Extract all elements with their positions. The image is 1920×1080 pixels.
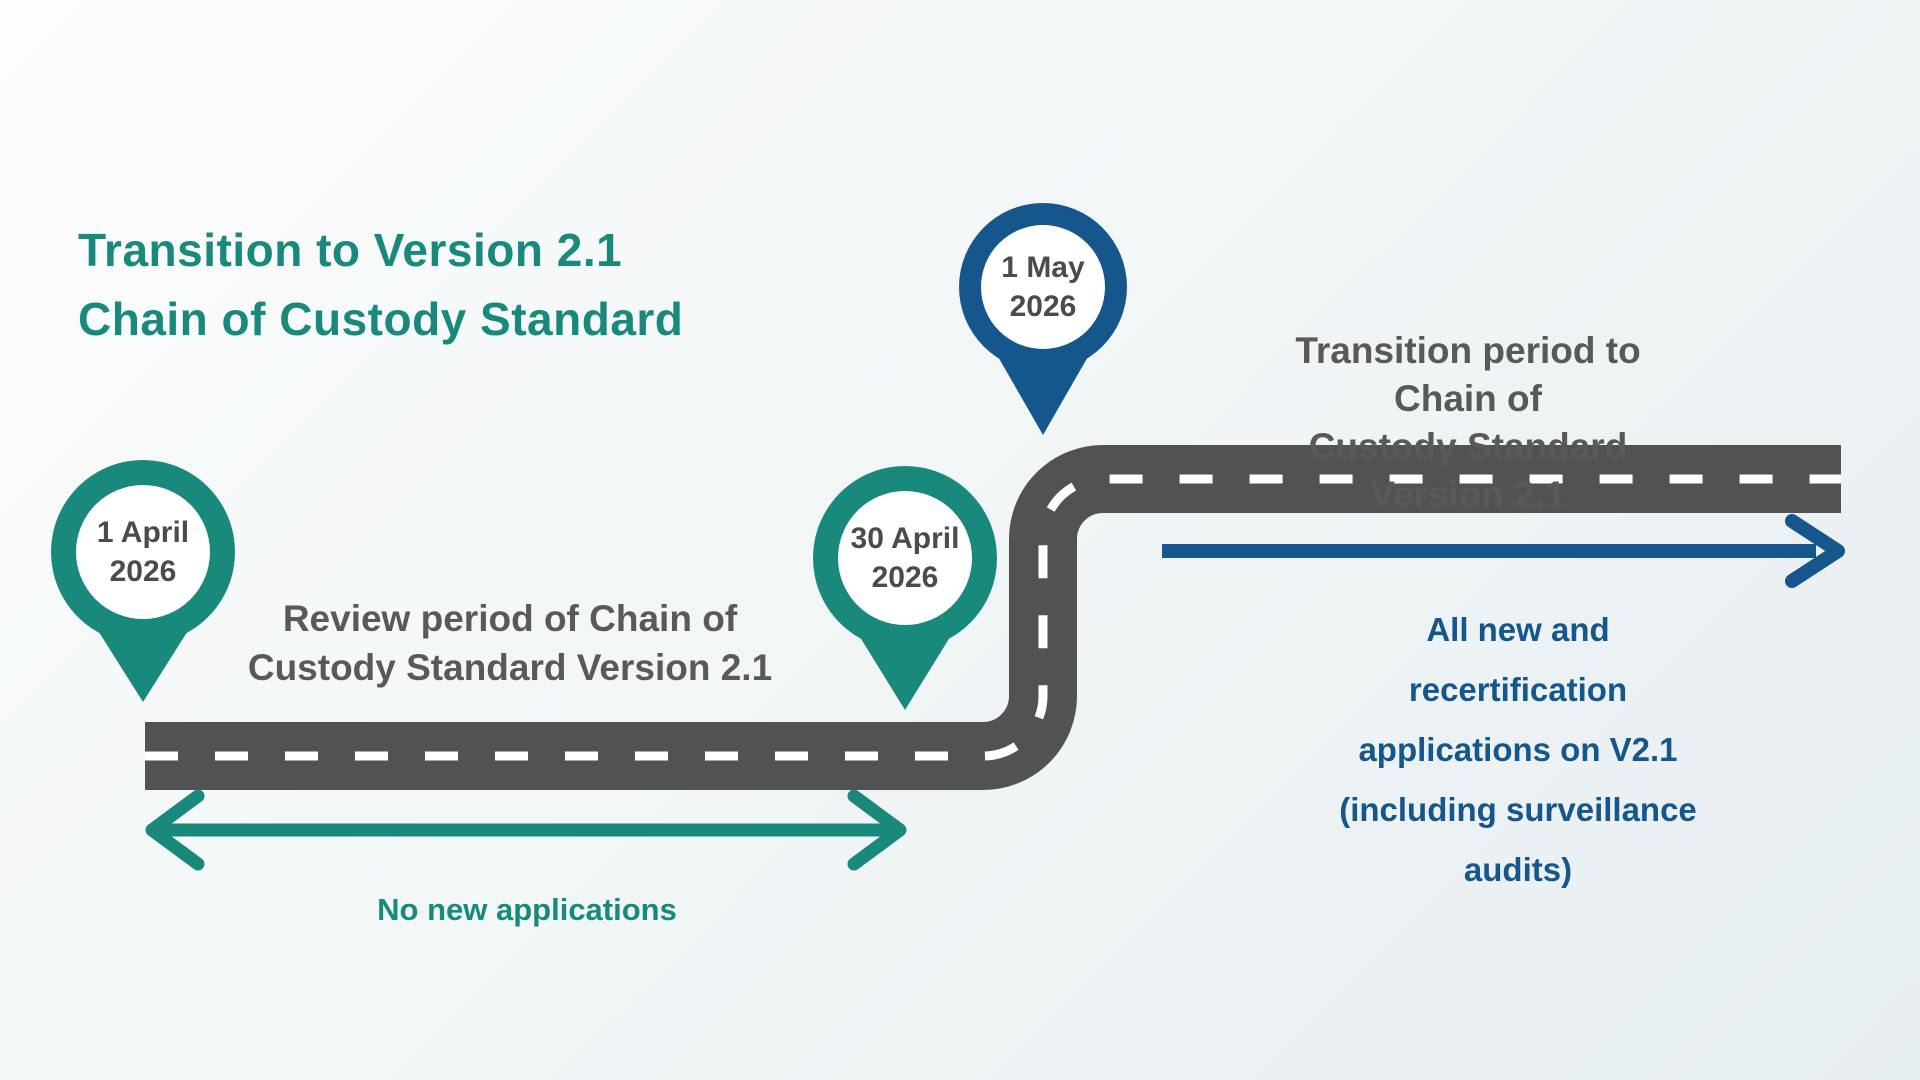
pin-date-label-30-april: 30 April 2026 bbox=[850, 522, 960, 594]
pin-face bbox=[838, 491, 972, 625]
pin-face bbox=[76, 485, 210, 619]
transition-period-arrow bbox=[1162, 514, 1845, 588]
pin-1-may-2026 bbox=[959, 203, 1127, 435]
pin-date-label-1-april: 1 April 2026 bbox=[96, 516, 190, 588]
all-new-applications-label: All new and recertification applications… bbox=[1339, 611, 1697, 888]
review-period-arrow bbox=[145, 789, 907, 871]
page-title-line2: Chain of Custody Standard bbox=[78, 293, 684, 345]
pin-face bbox=[981, 225, 1105, 349]
pin-30-april-2026 bbox=[813, 466, 997, 710]
transition-period-label: Transition period to Chain of Custody St… bbox=[1295, 330, 1641, 515]
road-centerline bbox=[145, 474, 1841, 761]
page-title-line1: Transition to Version 2.1 bbox=[78, 224, 623, 276]
review-period-label: Review period of Chain of Custody Standa… bbox=[247, 598, 773, 688]
no-new-applications-label: No new applications bbox=[377, 892, 677, 927]
pin-1-april-2026 bbox=[51, 460, 235, 702]
page-title: Transition to Version 2.1 Chain of Custo… bbox=[78, 216, 683, 354]
pin-date-label-1-may: 1 May 2026 bbox=[1001, 251, 1085, 323]
